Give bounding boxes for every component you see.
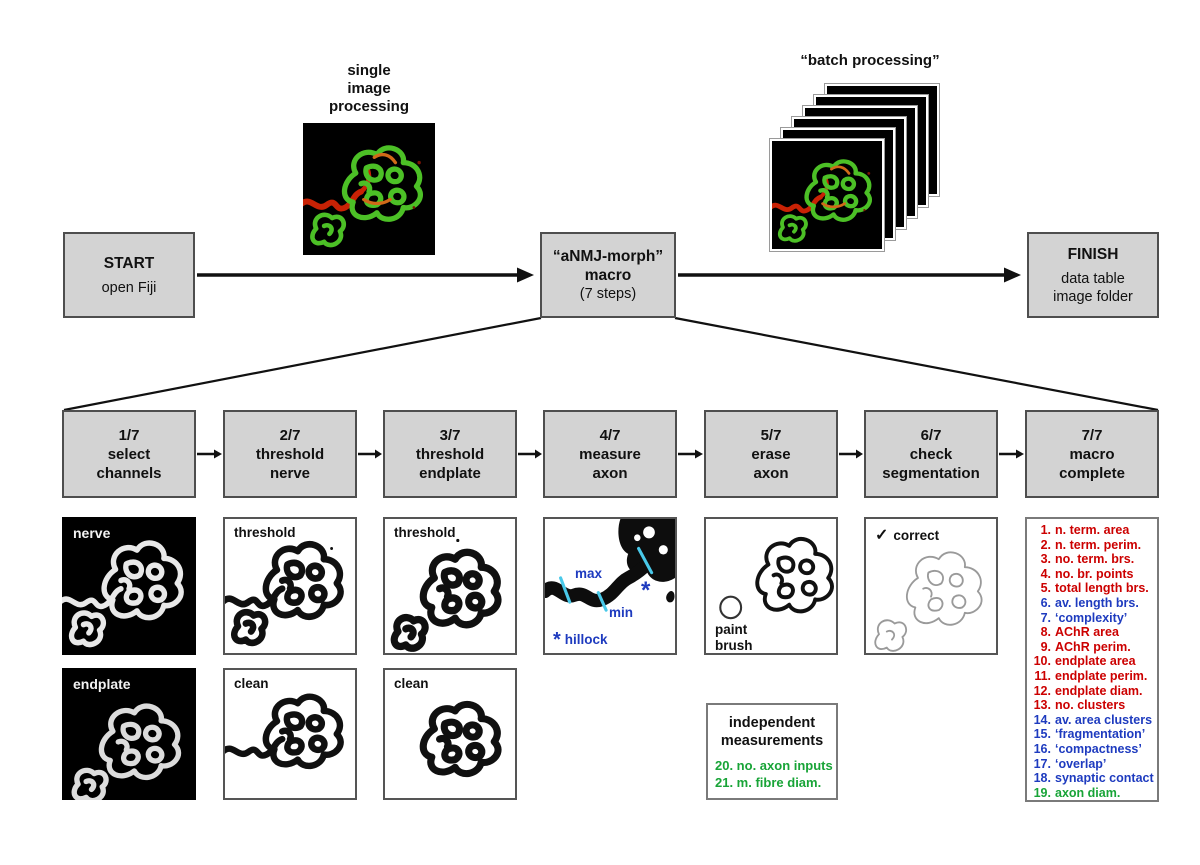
step-number: 6/7	[920, 426, 942, 444]
correct-label: ✓ correct	[875, 525, 939, 545]
macro-box: “aNMJ-morph” macro (7 steps)	[540, 232, 676, 318]
step-box-5: 5/7 erase axon	[704, 410, 838, 498]
paint-brush-label: paint brush	[715, 622, 753, 653]
erase-axon-panel: paint brush	[704, 517, 838, 655]
macro-subtitle: (7 steps)	[579, 286, 637, 302]
measurement-item: 3.no. term. brs.	[1040, 552, 1135, 567]
check-segmentation-panel: ✓ correct	[864, 517, 998, 655]
step-box-2: 2/7 threshold nerve	[223, 410, 357, 498]
measurement-item: 10.endplate area	[1033, 654, 1136, 669]
step-label: erase axon	[751, 445, 791, 482]
measurement-item: 2.n. term. perim.	[1040, 537, 1142, 552]
measurement-item: 12.endplate diam.	[1033, 683, 1143, 698]
stack-front-image	[769, 138, 885, 252]
batch-processing-label: “batch processing”	[800, 52, 940, 69]
step-number: 5/7	[760, 426, 782, 444]
endplate-panel: endplate	[62, 668, 196, 800]
single-fluorescence-image	[303, 123, 435, 255]
start-title: START	[103, 254, 155, 272]
measurement-item: 16.‘compactness’	[1033, 741, 1142, 756]
measurement-item: 1.n. term. area	[1040, 523, 1130, 537]
independent-measurements-title: independent measurements	[720, 715, 824, 749]
step-box-1: 1/7 select channels	[62, 410, 196, 498]
clean-nerve-panel: clean	[223, 668, 357, 800]
clean-label: clean	[234, 676, 269, 691]
step-label: select channels	[96, 445, 162, 482]
independent-measurements-box: independent measurements 20. no. axon in…	[706, 703, 838, 800]
clean-endplate-panel: clean	[383, 668, 517, 800]
step-number: 3/7	[439, 426, 461, 444]
finish-box: FINISH data table image folder	[1027, 232, 1159, 318]
threshold-label: threshold	[234, 525, 296, 540]
threshold-endplate-panel: threshold	[383, 517, 517, 655]
measurement-item: 4.no. br. points	[1040, 566, 1134, 581]
step-box-4: 4/7 measure axon	[543, 410, 677, 498]
finish-title: FINISH	[1067, 245, 1119, 263]
measurement-item: 14.av. area clusters	[1033, 712, 1153, 727]
max-label: max	[575, 566, 603, 581]
threshold-endplate-image	[393, 538, 499, 649]
measurement-item: 7.‘complexity’	[1040, 610, 1128, 625]
measurement-item: 6.av. length brs.	[1040, 595, 1139, 610]
nerve-label: nerve	[73, 525, 111, 541]
step-box-7: 7/7 macro complete	[1025, 410, 1159, 498]
measurement-item: 15.‘fragmentation’	[1033, 727, 1146, 742]
batch-image-stack	[769, 83, 941, 252]
measurement-item: 9.AChR perim.	[1040, 639, 1131, 654]
start-subtitle: open Fiji	[101, 279, 157, 296]
step-label: threshold nerve	[255, 445, 325, 482]
correct-word: correct	[893, 528, 940, 543]
measurement-item: 18.synaptic contact	[1033, 771, 1154, 786]
step-box-3: 3/7 threshold endplate	[383, 410, 517, 498]
measurement-item: 11.endplate perim.	[1034, 668, 1148, 683]
endplate-label: endplate	[73, 676, 131, 692]
start-box: START open Fiji	[63, 232, 195, 318]
independent-item: 20. no. axon inputs	[715, 758, 833, 773]
min-label: min	[609, 605, 634, 620]
threshold-nerve-panel: threshold	[223, 517, 357, 655]
asterisk-marker: *	[641, 577, 651, 604]
fluorescence-micrograph	[303, 123, 435, 255]
step-number: 4/7	[599, 426, 621, 444]
measurement-item: 5.total length brs.	[1040, 581, 1149, 596]
independent-item: 21. m. fibre diam.	[715, 775, 822, 790]
measurement-item: 13.no. clusters	[1033, 698, 1126, 713]
macro-title: “aNMJ-morph” macro	[552, 248, 664, 284]
measurements-list-box: 1.n. term. area 2.n. term. perim. 3.no. …	[1025, 517, 1159, 802]
hillock-label: *hillock	[553, 629, 608, 652]
measure-axon-panel: max min * *hillock	[543, 517, 677, 655]
step-label: macro complete	[1059, 445, 1125, 482]
check-icon: ✓	[875, 527, 889, 544]
clean-label: clean	[394, 676, 429, 691]
finish-subtitle: data table image folder	[1053, 270, 1133, 305]
step-number: 1/7	[118, 426, 140, 444]
step-label: threshold endplate	[415, 445, 485, 482]
fluorescence-micrograph	[772, 141, 882, 249]
step-label: check segmentation	[882, 445, 980, 482]
step-box-6: 6/7 check segmentation	[864, 410, 998, 498]
threshold-nerve-image	[225, 543, 342, 644]
threshold-label: threshold	[394, 525, 456, 540]
measure-axon-image	[545, 519, 675, 612]
asterisk-icon: *	[553, 629, 561, 651]
measurement-item: 8.AChR area	[1040, 625, 1119, 640]
step-label: measure axon	[579, 445, 641, 482]
measurement-item: 19.axon diam.	[1033, 785, 1121, 800]
nerve-panel: nerve	[62, 517, 196, 655]
hillock-word: hillock	[564, 632, 608, 647]
step-number: 2/7	[279, 426, 301, 444]
erased-nerve-image	[719, 538, 833, 620]
measurement-item: 17.‘overlap’	[1033, 756, 1107, 771]
single-image-processing-label: single image processing	[328, 62, 410, 115]
step-number: 7/7	[1081, 426, 1103, 444]
